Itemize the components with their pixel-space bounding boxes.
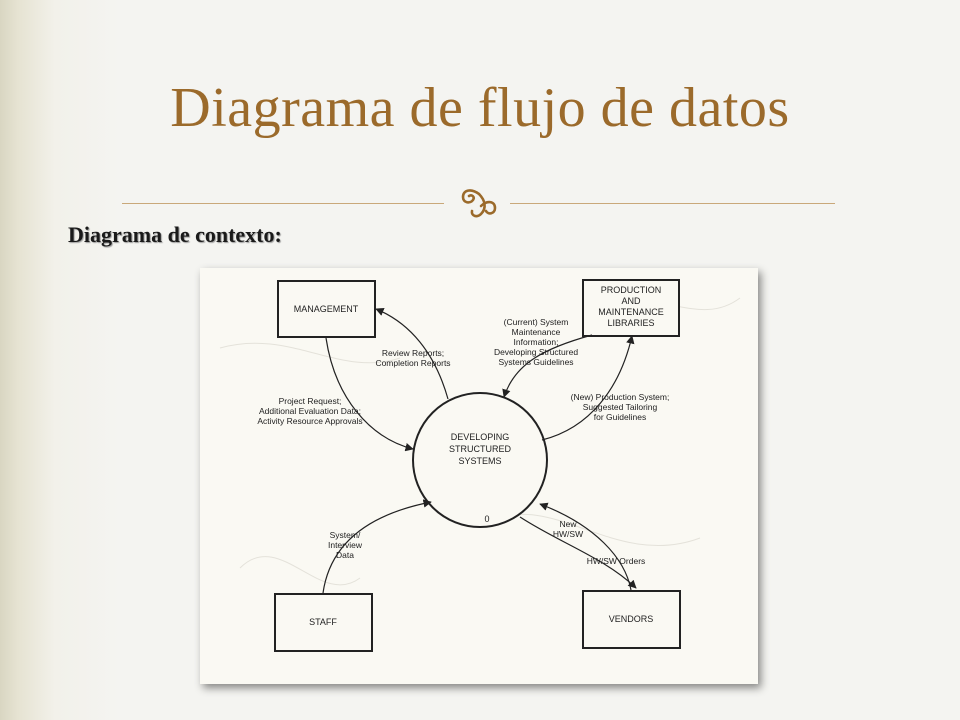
svg-text:(Current) System: (Current) System [504,317,569,327]
svg-text:Activity Resource Approvals: Activity Resource Approvals [257,416,362,426]
svg-text:Developing Structured: Developing Structured [494,347,578,357]
svg-text:HW/SW: HW/SW [553,529,583,539]
context-diagram: MANAGEMENT PRODUCTION AND MAINTENANCE LI… [219,279,741,652]
process-developing-structured-systems: DEVELOPING STRUCTURED SYSTEMS 0 [412,392,548,528]
context-diagram-figure: MANAGEMENT PRODUCTION AND MAINTENANCE LI… [200,268,758,684]
process-number: 0 [484,514,489,524]
entity-production-libraries: PRODUCTION AND MAINTENANCE LIBRARIES [582,279,680,337]
svg-text:Systems Guidelines: Systems Guidelines [498,357,573,367]
entity-label: PRODUCTION [601,285,662,295]
svg-text:Suggested Tailoring: Suggested Tailoring [583,402,658,412]
title-divider-left [122,203,444,204]
section-subtitle: Diagrama de contexto: [68,222,282,247]
svg-text:Review Reports;: Review Reports; [382,348,444,358]
entity-label: MANAGEMENT [294,304,359,314]
flow-label-new-production: (New) Production System; Suggested Tailo… [571,392,670,422]
svg-text:Maintenance: Maintenance [512,327,561,337]
slide-title: Diagrama de flujo de datos [170,77,790,139]
flow-label-new-hw-sw: New HW/SW [553,519,583,539]
process-label: STRUCTURED [449,444,511,454]
flow-label-system-interview: System/ Interview Data [328,530,363,560]
svg-text:Project Request;: Project Request; [279,396,342,406]
flow-arrow-new-production [541,335,635,441]
flow-label-current-system: (Current) System Maintenance Information… [494,317,578,367]
entity-staff: STAFF [274,593,373,652]
flow-arrow-review-reports [375,307,449,400]
flow-arrow-system-interview [322,499,432,594]
process-label: SYSTEMS [458,456,501,466]
flow-arrow-new-hw-sw [539,502,632,591]
svg-text:for Guidelines: for Guidelines [594,412,646,422]
svg-text:Interview: Interview [328,540,363,550]
process-label: DEVELOPING [451,432,510,442]
entity-label: STAFF [309,617,337,627]
flow-arrow-current-system [502,334,593,398]
flow-arrow-project-request [325,337,414,452]
entity-management: MANAGEMENT [277,280,376,338]
svg-text:(New) Production System;: (New) Production System; [571,392,670,402]
entity-label: LIBRARIES [607,318,654,328]
flow-label-hw-sw-orders: HW/SW Orders [587,556,646,566]
flow-arrow-hw-sw-orders [519,516,637,589]
entity-label: MAINTENANCE [598,307,664,317]
svg-text:Additional Evaluation Data;: Additional Evaluation Data; [259,406,361,416]
svg-text:System/: System/ [330,530,361,540]
svg-text:Data: Data [336,550,354,560]
flow-label-project-request: Project Request; Additional Evaluation D… [257,396,362,426]
svg-text:Completion Reports: Completion Reports [375,358,450,368]
title-divider-right [510,203,835,204]
svg-text:New: New [559,519,577,529]
svg-text:HW/SW Orders: HW/SW Orders [587,556,646,566]
entity-vendors: VENDORS [582,590,681,649]
entity-label: VENDORS [609,614,654,624]
entity-label: AND [621,296,641,306]
decorative-fleuron-icon [461,189,497,218]
svg-text:Information;: Information; [514,337,559,347]
flow-label-review-reports: Review Reports; Completion Reports [375,348,450,368]
